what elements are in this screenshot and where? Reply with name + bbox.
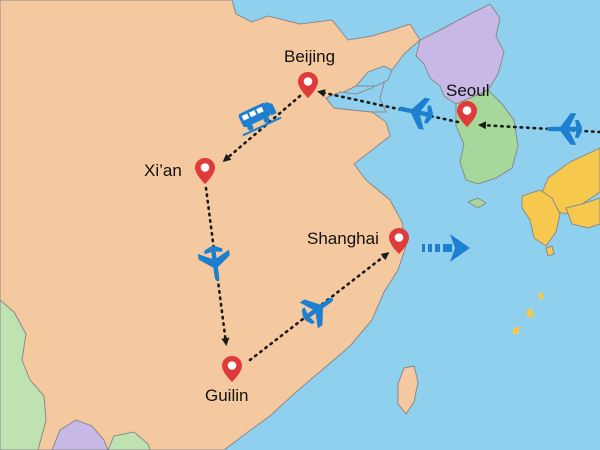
- city-label-shanghai: Shanghai: [307, 229, 379, 248]
- ryukyu-island-2: [526, 308, 534, 318]
- south-land: [51, 419, 109, 450]
- japan-kyushu: [521, 189, 561, 247]
- ryukyu-island-3: [512, 326, 520, 334]
- city-label-xian: Xi’an: [144, 161, 182, 180]
- city-label-beijing: Beijing: [284, 47, 335, 66]
- bohai-sea: [325, 74, 387, 113]
- japan-island: [545, 245, 555, 257]
- taiwan: [397, 365, 419, 415]
- arrow-right-icon: [422, 234, 470, 262]
- jeju-island: [466, 197, 487, 209]
- route-seoul-to-beijing: [317, 89, 460, 124]
- liaodong-bay: [354, 65, 393, 87]
- ryukyu-island-1: [538, 292, 544, 300]
- train-icon: [238, 101, 282, 137]
- southwest-land: [0, 299, 47, 450]
- city-label-seoul: Seoul: [446, 81, 489, 100]
- south-land-east: [107, 431, 151, 450]
- city-label-guilin: Guilin: [205, 386, 248, 405]
- japan-shikoku: [565, 197, 600, 229]
